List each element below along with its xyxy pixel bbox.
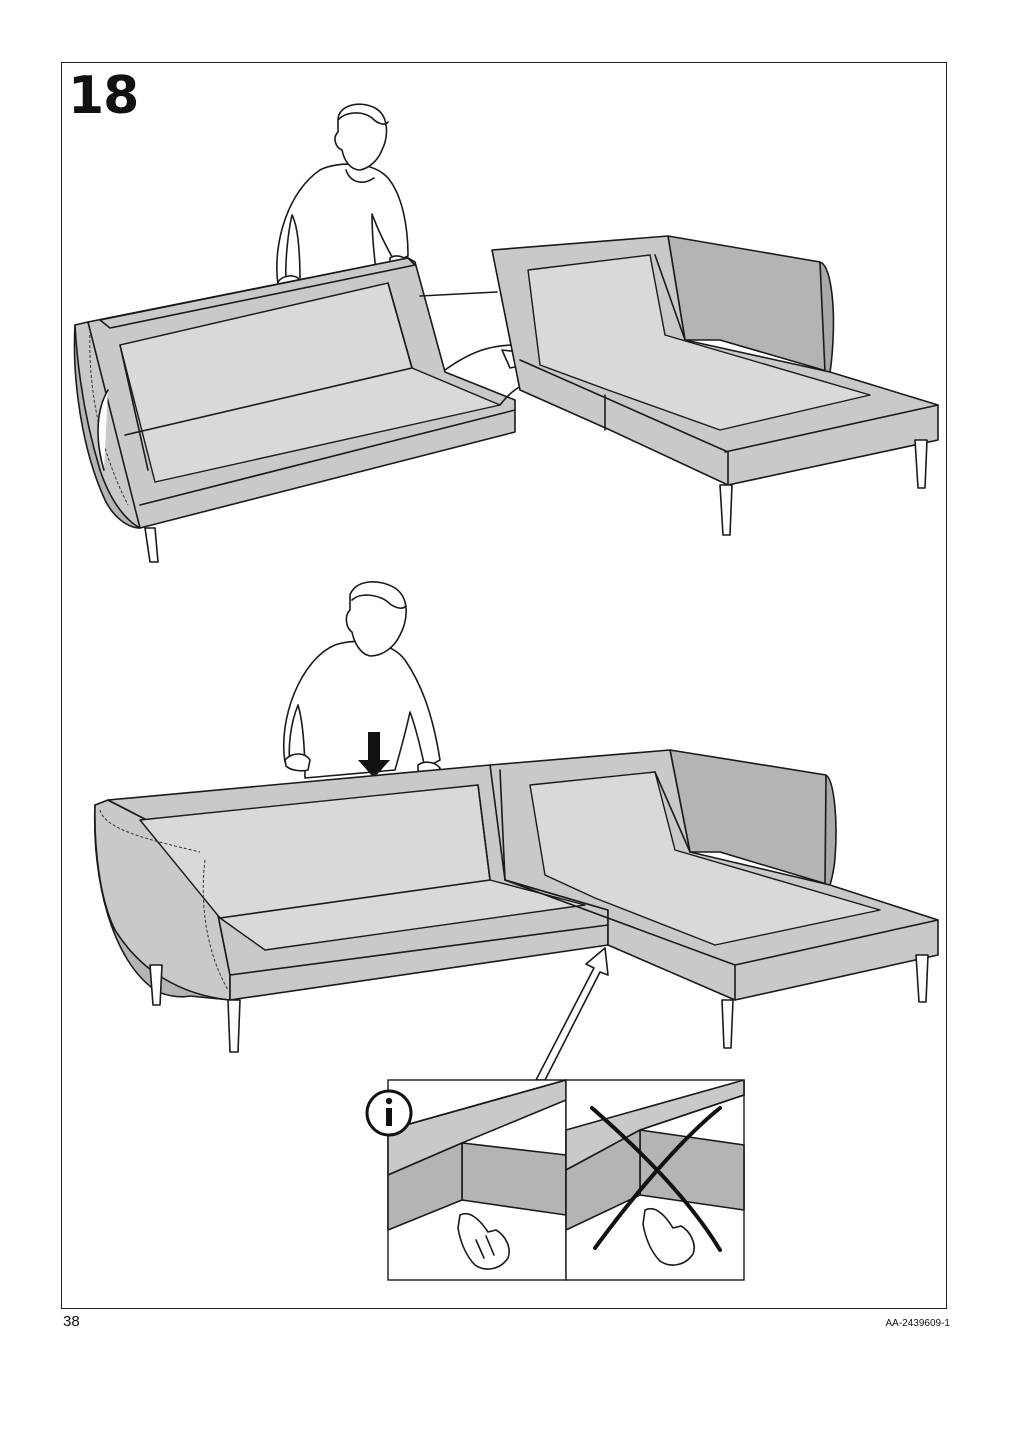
instruction-frame bbox=[61, 62, 947, 1309]
detail-panel-correct bbox=[387, 1079, 567, 1281]
chaise-bottom bbox=[489, 749, 939, 1049]
callout-arrow bbox=[535, 947, 609, 1081]
arrow-down-icon bbox=[358, 732, 390, 778]
step-number: 18 bbox=[68, 66, 139, 126]
page-number: 38 bbox=[63, 1313, 80, 1330]
person-bottom bbox=[282, 581, 441, 779]
cross-mark-icon bbox=[590, 1106, 722, 1252]
sofa-3seat-top bbox=[73, 257, 516, 563]
chaise-top bbox=[491, 235, 939, 536]
document-code: AA-2439609-1 bbox=[885, 1318, 951, 1329]
sofa-3seat-bottom bbox=[93, 764, 609, 1053]
info-icon bbox=[365, 1089, 413, 1137]
